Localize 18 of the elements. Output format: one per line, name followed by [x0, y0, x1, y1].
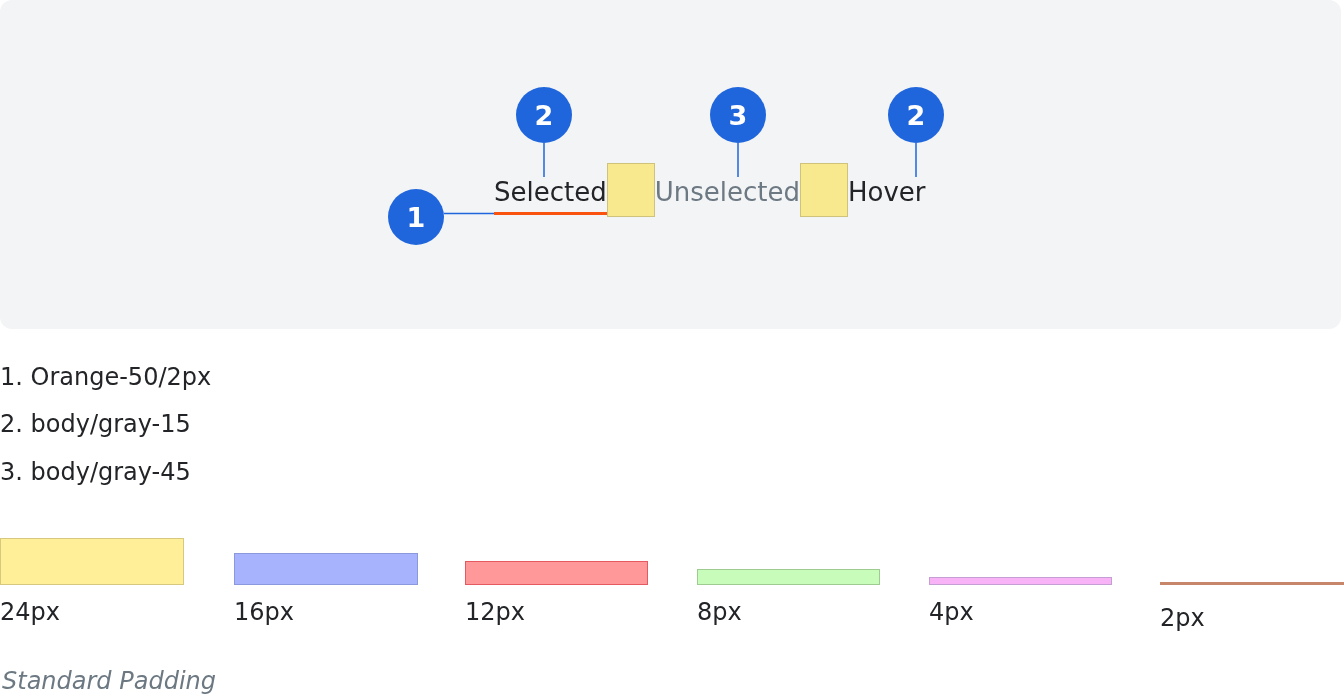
leader-line: [915, 142, 917, 178]
section-caption: Standard Padding: [2, 667, 216, 695]
underline-bar: [494, 212, 607, 215]
leader-line: [443, 212, 495, 215]
legend-label: 12px: [465, 598, 525, 626]
callout-key-text: 3. body/gray-45: [0, 458, 191, 486]
legend-label: 4px: [929, 598, 974, 626]
callout-key-text: 2. body/gray-15: [0, 410, 191, 438]
state-label: Hover: [848, 177, 926, 207]
legend-label: 8px: [697, 598, 742, 626]
state-label: Selected: [494, 177, 607, 207]
legend-label: 16px: [234, 598, 294, 626]
legend-label: 2px: [1160, 604, 1205, 632]
leader-line: [737, 142, 739, 178]
state-label: Unselected: [654, 177, 800, 207]
leader-line: [543, 142, 545, 178]
legend-label: 24px: [0, 598, 60, 626]
callout-key-text: 1. Orange-50/2px: [0, 363, 212, 391]
